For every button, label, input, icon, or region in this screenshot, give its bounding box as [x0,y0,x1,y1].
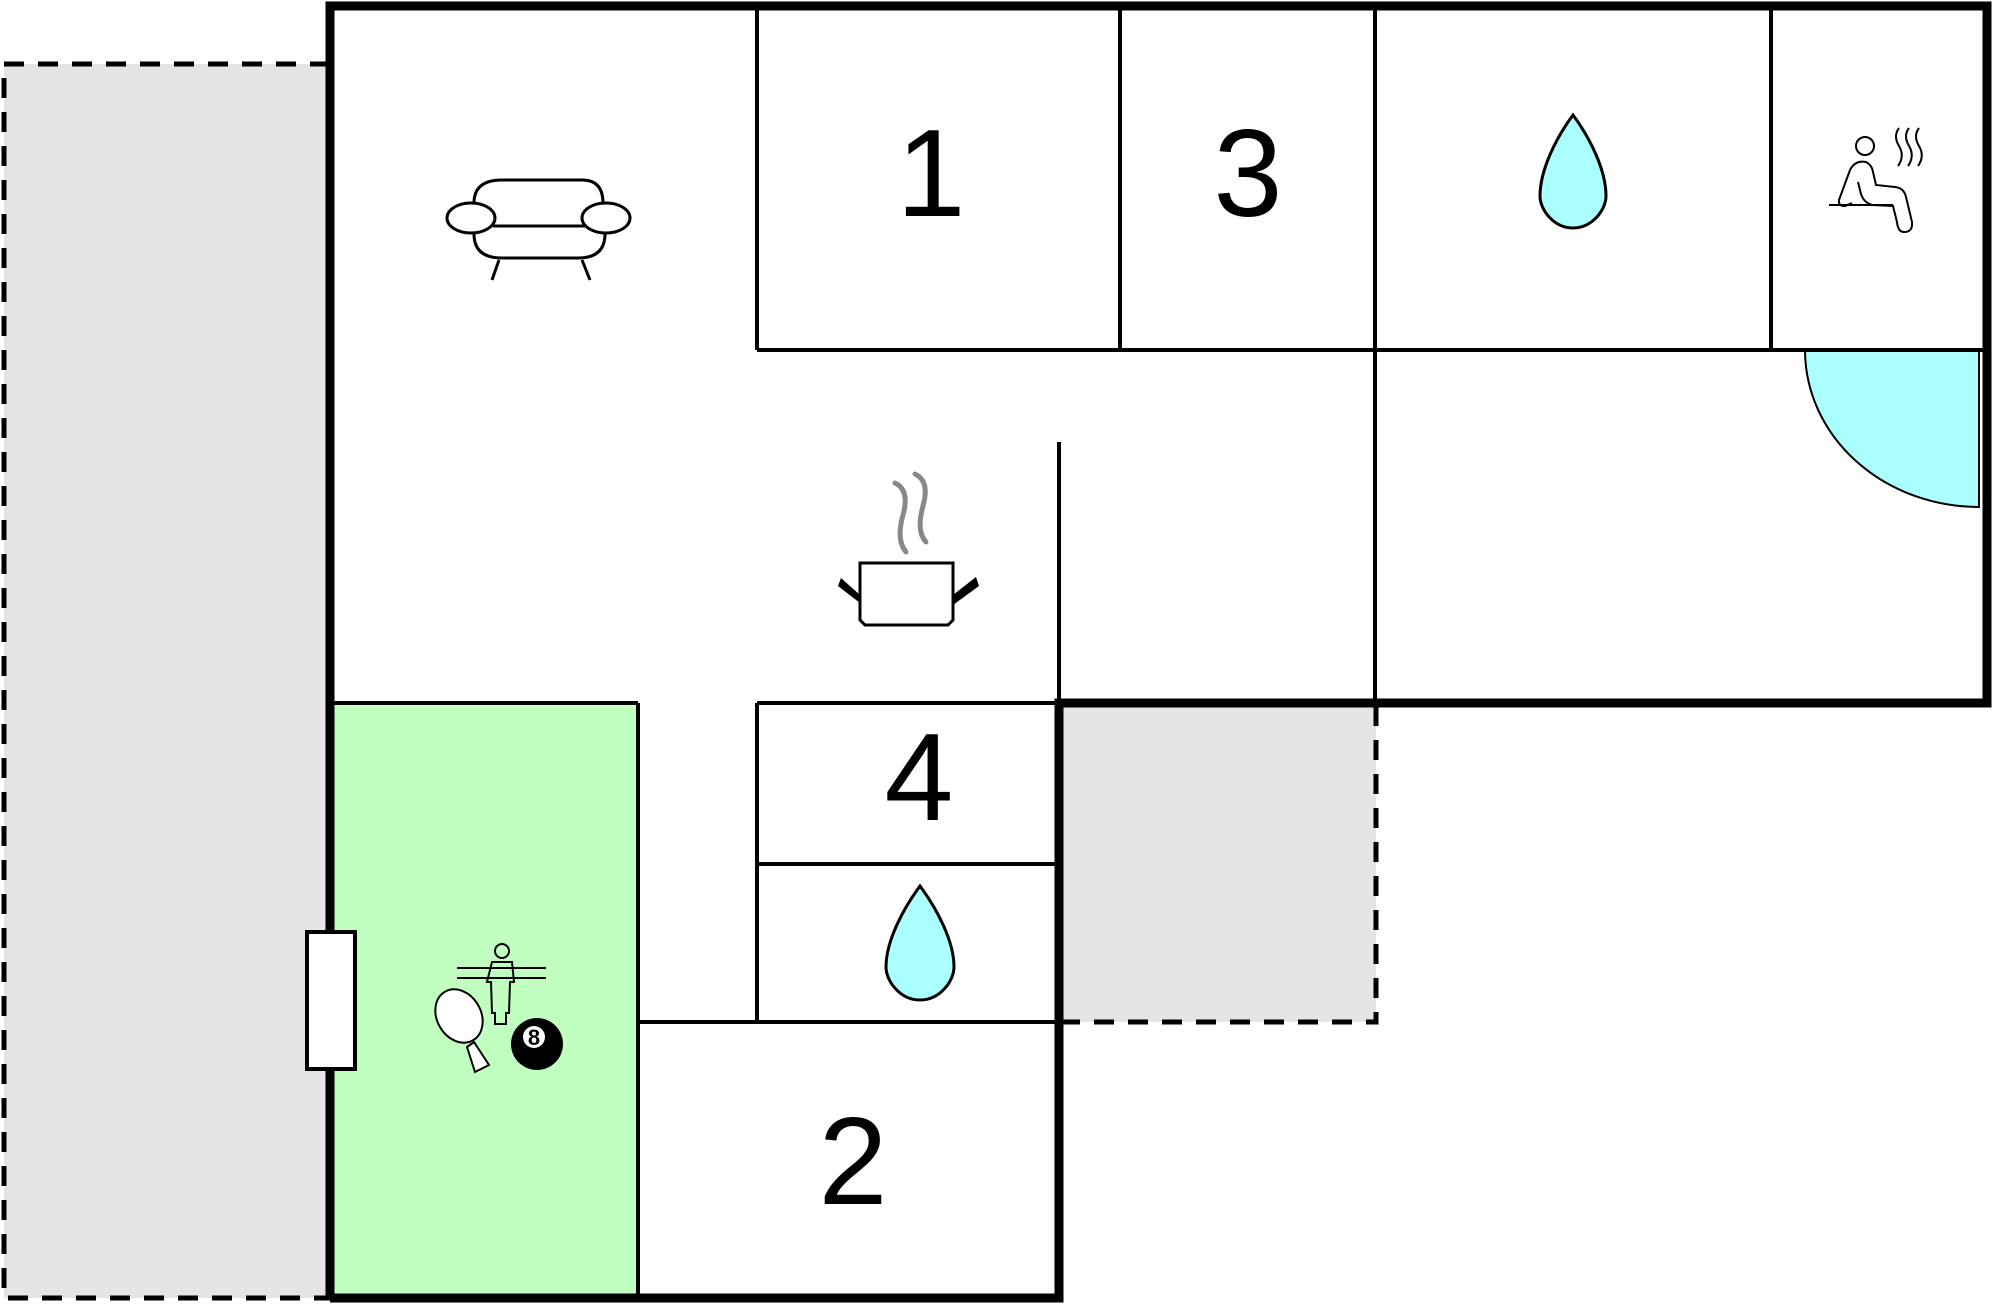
billiard-ball-icon: 8 [511,1018,563,1070]
terrace-right-outline [1060,706,1379,1025]
exterior-walls [325,1,1992,1303]
room-number-4: 4 [885,709,954,847]
sauna-icon [1829,127,1923,234]
door-swing [1803,349,1980,509]
terrace-left [4,64,330,1298]
outdoor-areas [1,61,1379,1301]
table-tennis-icon [434,988,491,1074]
room-number-1: 1 [897,105,966,243]
terrace-right [1060,706,1376,1022]
interior-walls [330,6,1987,1298]
cooking-pot-icon [838,471,979,627]
activity-room [330,703,638,1298]
foosball-icon [457,943,546,1025]
water-drop-icon [1538,112,1608,230]
water-drop-icon [884,883,956,1002]
window [305,930,357,1071]
sofa-icon [445,178,632,281]
svg-text:8: 8 [528,1025,540,1050]
room-number-3: 3 [1214,105,1283,243]
room-number-2: 2 [819,1093,888,1231]
